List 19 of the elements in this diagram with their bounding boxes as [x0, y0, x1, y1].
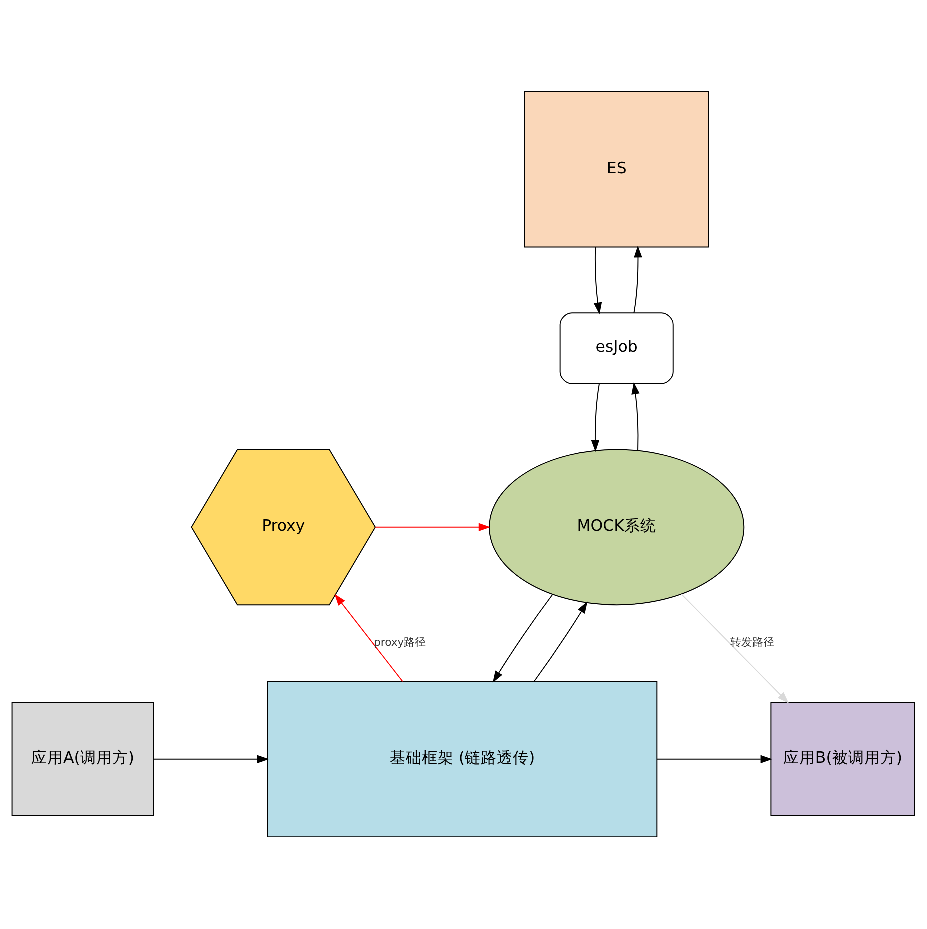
arrow — [334, 594, 404, 682]
node-box: 应用B(被调用方) — [770, 702, 916, 816]
arrow — [656, 755, 773, 764]
node-box: 基础框架 (链路透传) — [267, 681, 658, 838]
edge-label: proxy路径 — [374, 636, 426, 650]
arrow — [534, 602, 588, 682]
node-ellipse: MOCK系统 — [489, 449, 745, 606]
node-box: ES — [524, 91, 710, 248]
node-box: esJob — [560, 312, 674, 384]
arrow — [681, 594, 790, 704]
arrow — [375, 523, 491, 532]
node-box: 应用A(调用方) — [12, 702, 154, 816]
arrow — [632, 382, 640, 452]
arrow — [492, 594, 554, 683]
arrow — [591, 384, 600, 452]
arrow — [594, 246, 602, 315]
edge-label: 转发路径 — [730, 636, 775, 650]
arrow — [154, 755, 270, 764]
arrow — [634, 246, 642, 314]
